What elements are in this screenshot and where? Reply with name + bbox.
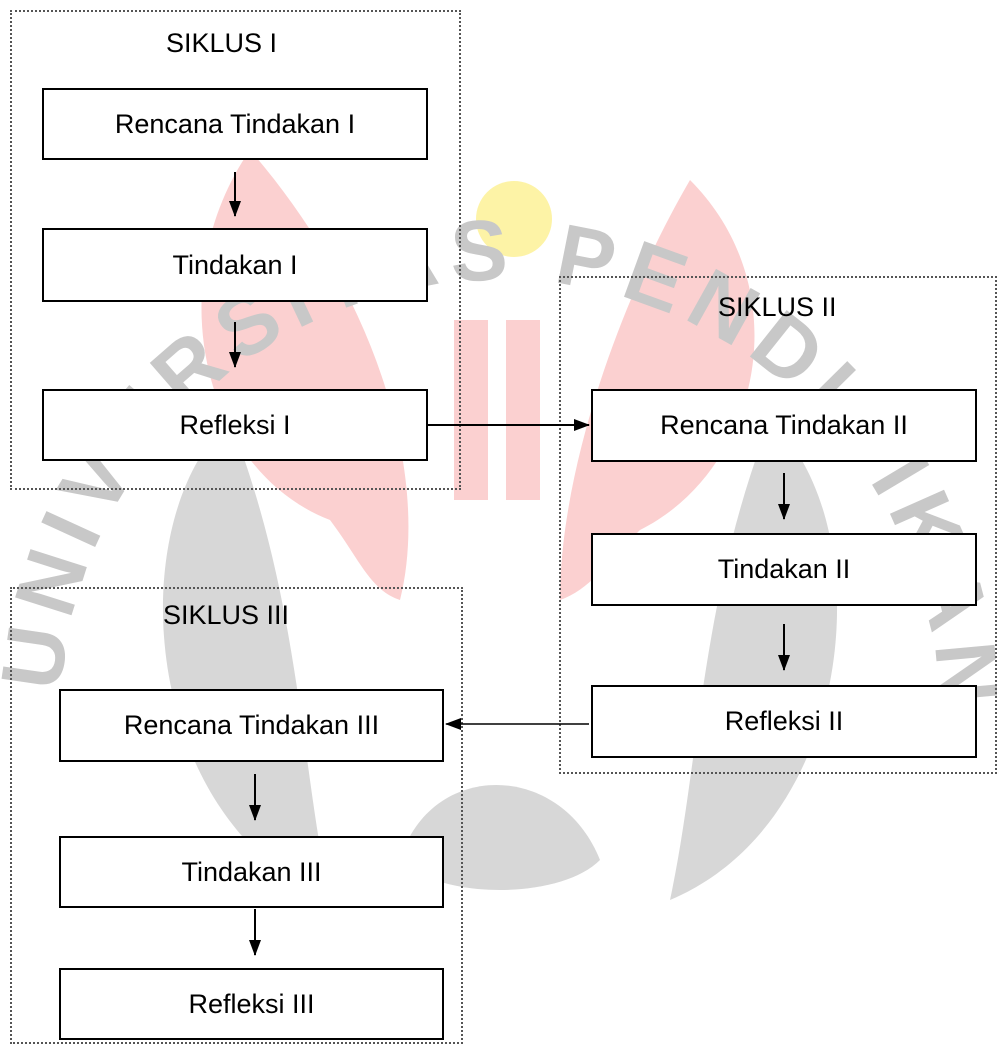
cycle-3-title: SIKLUS III [163,600,290,630]
logo-leaf-center [400,785,600,890]
cycle-1-step-plan: Rencana Tindakan I [42,88,428,160]
cycle-1-step-action: Tindakan I [42,228,428,302]
cycle-3-step-reflection: Refleksi III [59,968,444,1040]
cycle-1-title: SIKLUS I [166,28,278,58]
logo-sun [476,181,552,257]
cycle-2-step-plan: Rencana Tindakan II [591,389,977,462]
cycle-3-frame [10,587,463,1044]
cycle-2-step-action: Tindakan II [591,533,977,606]
cycle-1-step-reflection: Refleksi I [42,389,428,461]
logo-leaf-left [162,420,330,900]
cycle-2-step-reflection: Refleksi II [591,685,977,758]
cycle-2-frame [559,276,997,774]
logo-flame-stem-right [506,320,540,500]
cycle-3-step-plan: Rencana Tindakan III [59,689,444,762]
cycle-3-step-action: Tindakan III [59,836,444,908]
cycle-1-frame [10,10,461,490]
cycle-2-title: SIKLUS II [718,292,837,322]
